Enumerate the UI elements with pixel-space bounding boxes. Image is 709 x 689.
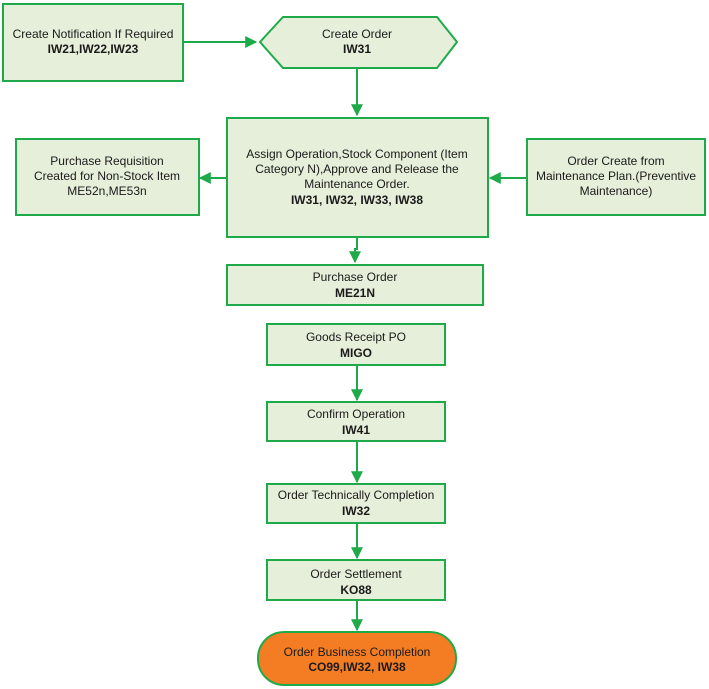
node-purchase-requisition-line-1: Purchase Requisition [50,154,163,168]
node-create-order-code: IW31 [343,42,371,56]
node-purchase-requisition-line-3: ME52n,ME53n [67,184,146,198]
node-business-completion: Order Business Completion CO99,IW32, IW3… [257,631,457,686]
node-create-notification-code: IW21,IW22,IW23 [48,42,139,56]
node-purchase-order-code: ME21N [335,286,375,300]
node-technical-completion-code: IW32 [342,504,370,518]
node-maintenance-plan: Order Create from Maintenance Plan.(Prev… [526,138,706,216]
node-purchase-requisition: Purchase Requisition Created for Non-Sto… [15,138,200,216]
node-create-order-label: Create Order [322,27,392,41]
edge-assign-operation-to-purchase-order [349,238,361,264]
node-order-settlement-code: KO88 [340,583,372,597]
node-assign-operation-code: IW31, IW32, IW33, IW38 [291,193,423,207]
node-maintenance-plan-line-3: Maintenance) [580,184,653,198]
node-create-order: Create Order IW31 [258,16,459,69]
node-goods-receipt-label: Goods Receipt PO [306,330,406,344]
node-maintenance-plan-line-2: Maintenance Plan.(Preventive [536,169,696,183]
node-technical-completion: Order Technically Completion IW32 [266,483,446,524]
node-purchase-requisition-line-2: Created for Non-Stock Item [34,169,180,183]
node-purchase-order-label: Purchase Order [313,270,398,284]
node-goods-receipt: Goods Receipt PO MIGO [266,323,446,366]
node-confirm-operation: Confirm Operation IW41 [266,401,446,442]
node-assign-operation-line-1: Assign Operation,Stock Component (Item [246,147,467,161]
node-goods-receipt-code: MIGO [340,346,372,360]
node-confirm-operation-code: IW41 [342,423,370,437]
node-technical-completion-label: Order Technically Completion [278,488,435,502]
node-order-settlement-label: Order Settlement [310,567,402,581]
node-order-settlement: Order Settlement KO88 [266,559,446,601]
node-maintenance-plan-line-1: Order Create from [567,154,664,168]
node-create-notification: Create Notification If Required IW21,IW2… [2,3,184,82]
node-create-notification-label: Create Notification If Required [13,27,174,41]
node-purchase-order: Purchase Order ME21N [226,264,484,306]
node-assign-operation: Assign Operation,Stock Component (Item C… [226,117,489,238]
node-business-completion-code: CO99,IW32, IW38 [308,660,406,674]
node-assign-operation-line-3: Maintenance Order. [304,177,409,191]
node-assign-operation-line-2: Category N),Approve and Release the [255,162,459,176]
node-confirm-operation-label: Confirm Operation [307,407,405,421]
node-business-completion-label: Order Business Completion [284,645,431,659]
